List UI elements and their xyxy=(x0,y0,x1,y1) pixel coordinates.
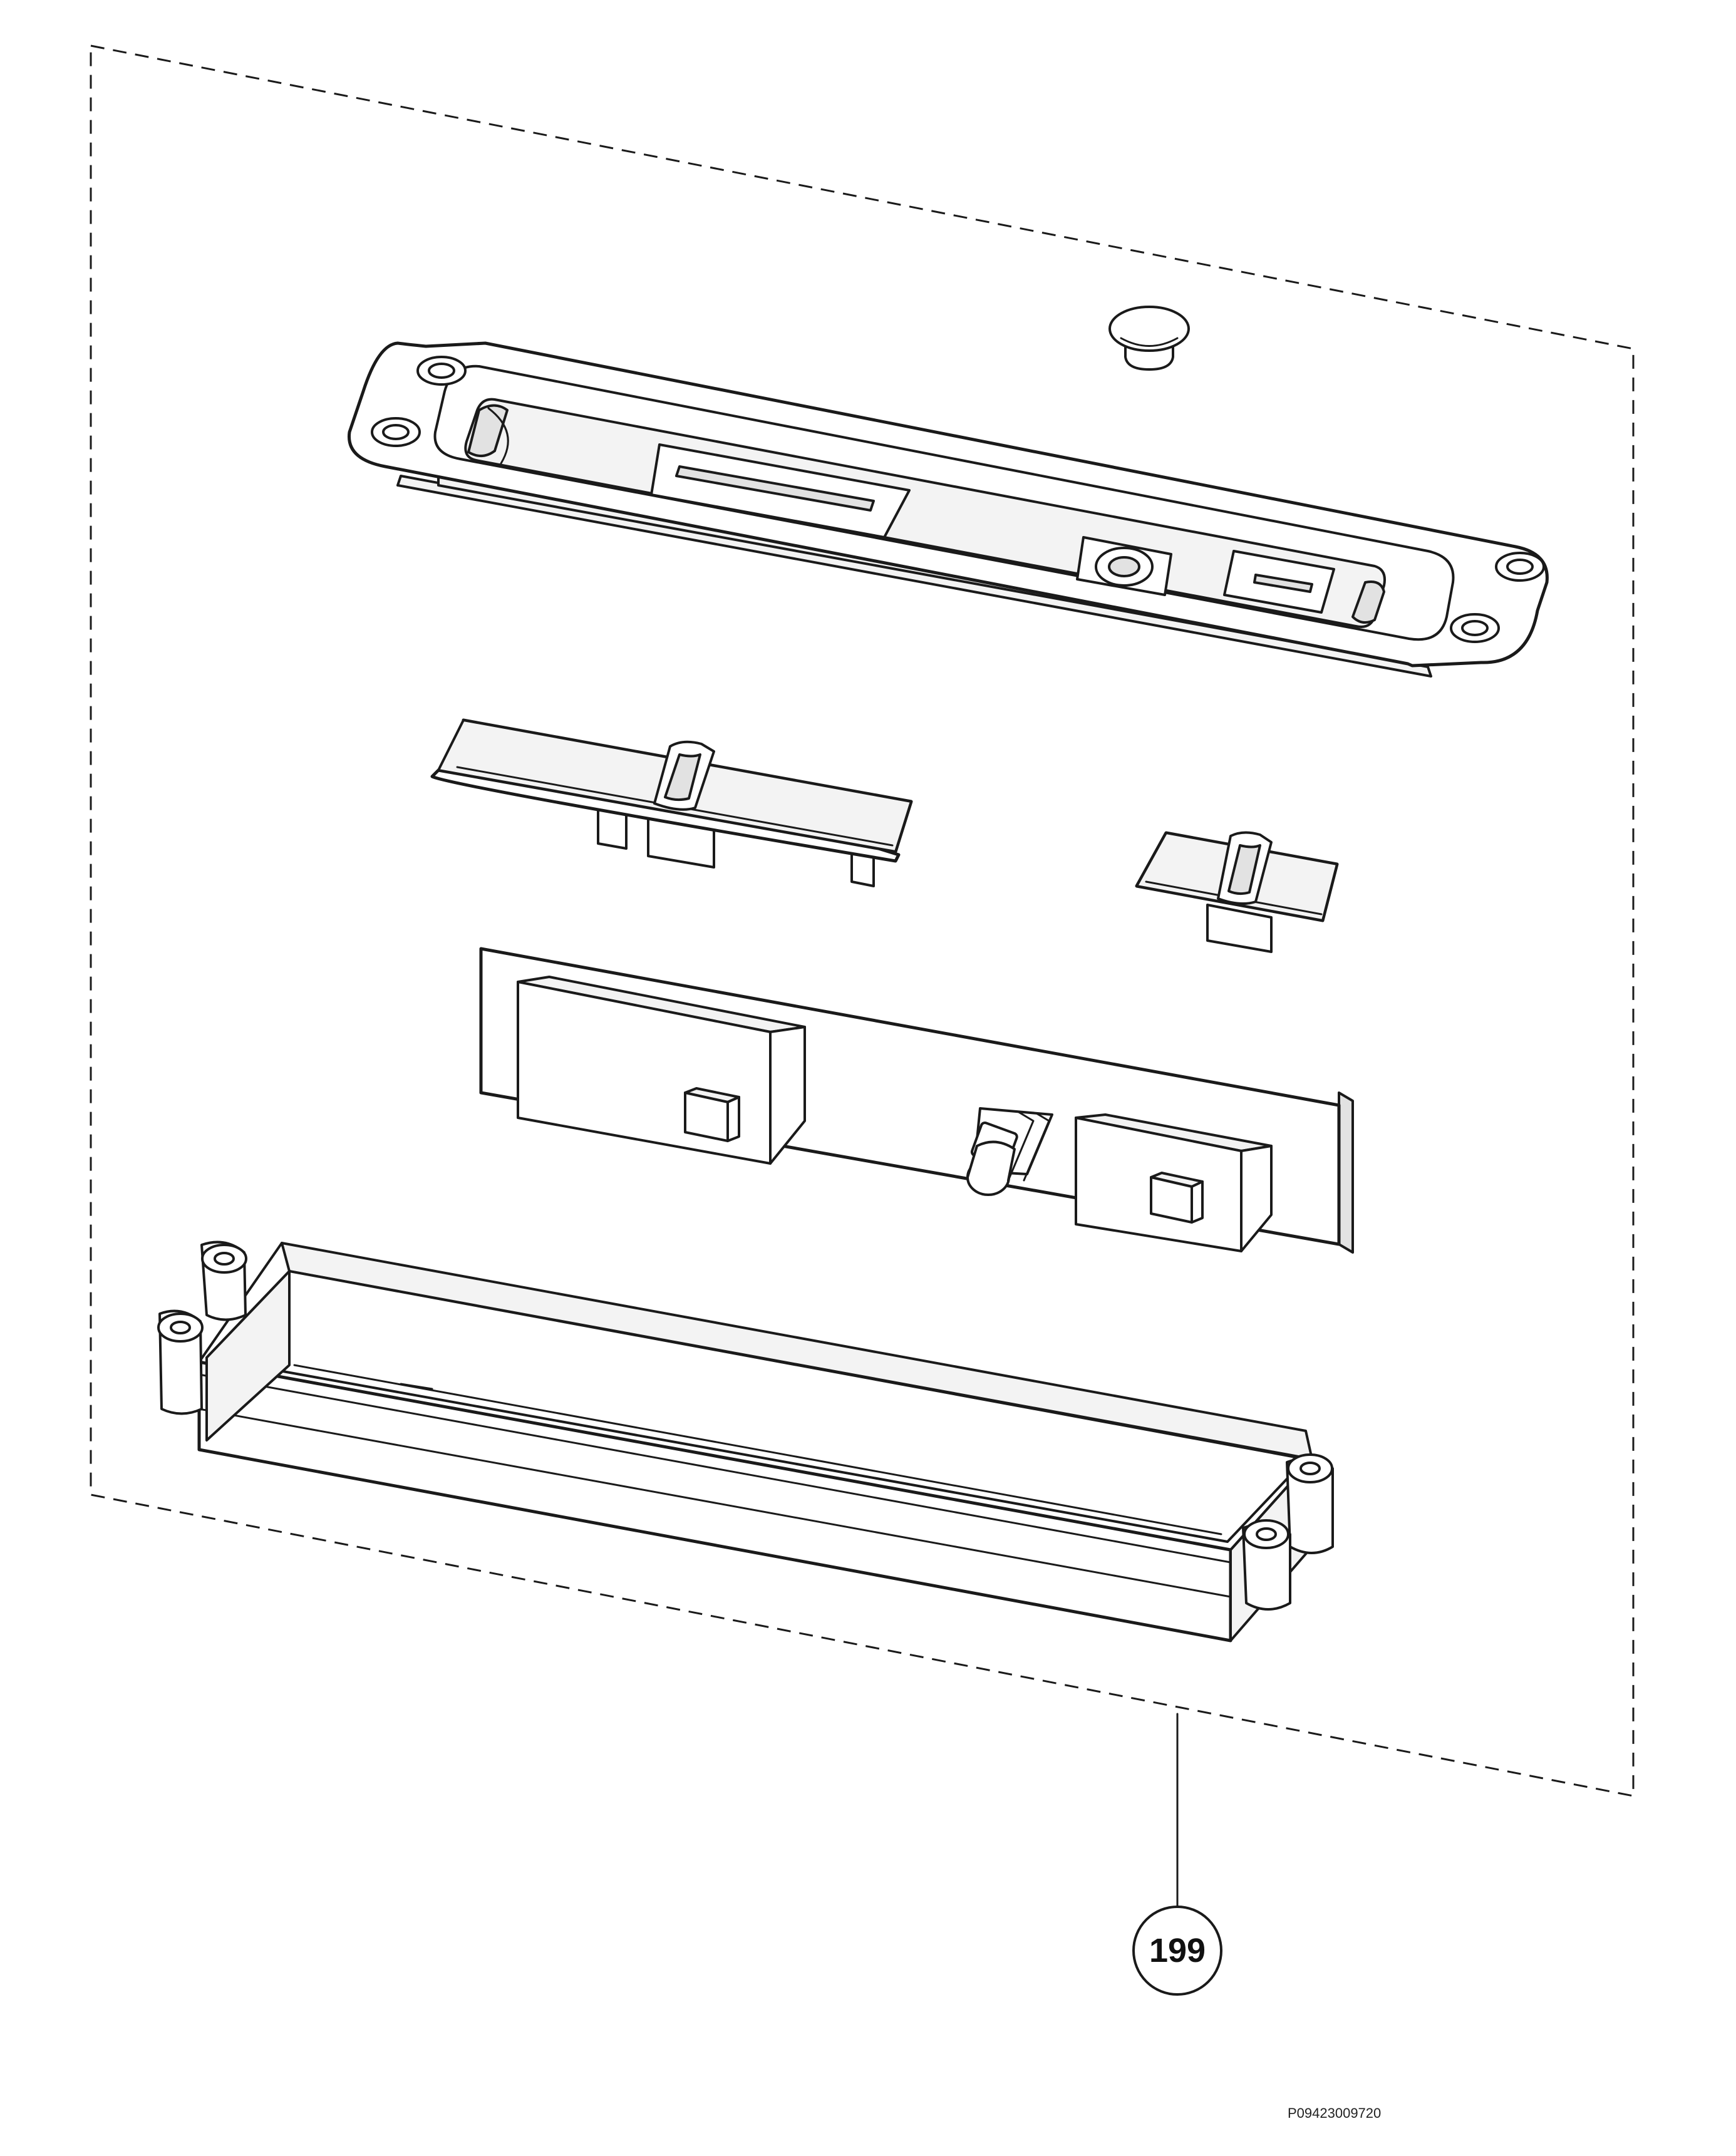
long-key-bar-part[interactable] xyxy=(430,718,913,887)
circuit-board-part[interactable] xyxy=(479,947,1354,1254)
cap-button-part[interactable] xyxy=(1108,306,1190,371)
assembly-boundary xyxy=(90,44,1635,1797)
short-key-bar-part[interactable] xyxy=(1135,831,1339,953)
front-frame-part[interactable] xyxy=(347,341,1549,678)
drawing-code: P09423009720 xyxy=(1288,2105,1381,2121)
housing-tray-part[interactable] xyxy=(157,1240,1334,1643)
callout-bubble[interactable]: 199 xyxy=(1132,1906,1222,1996)
callout-number: 199 xyxy=(1149,1932,1206,1969)
